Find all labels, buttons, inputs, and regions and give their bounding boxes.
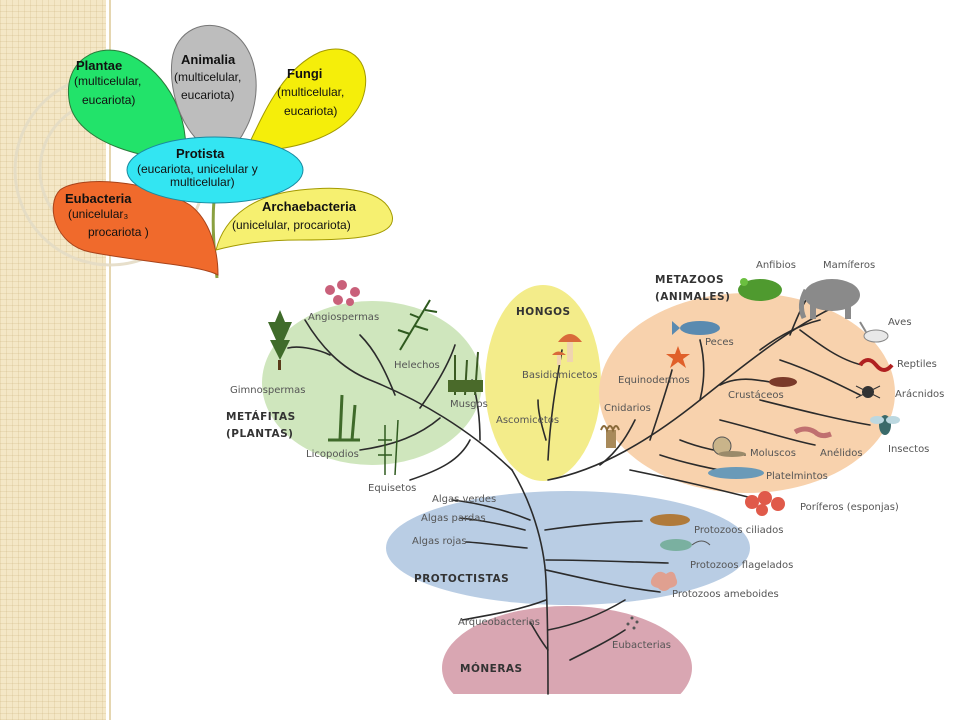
flagellate-icon <box>660 539 711 551</box>
protoctist-region <box>386 491 750 605</box>
label-cnidarios: Cnidarios <box>604 403 651 414</box>
group-label-moneras: MÓNERAS <box>460 662 523 675</box>
label-crustaceos: Crustáceos <box>728 389 784 401</box>
label-moluscos: Moluscos <box>750 448 796 459</box>
label-algas-rojas: Algas rojas <box>412 536 467 547</box>
fungi-desc-1: (multicelular, <box>277 85 344 99</box>
ciliate-icon <box>650 514 690 526</box>
worm-icon <box>793 426 832 439</box>
animals-region <box>599 293 895 493</box>
label-algas-pardas: Algas pardas <box>421 513 486 524</box>
label-arqueobacterias: Arqueobacterias <box>458 617 540 628</box>
label-protozoos-ameboides: Protozoos ameboides <box>672 589 779 600</box>
snake-icon <box>858 358 894 372</box>
eubacteria-desc-2: procariota ) <box>88 225 149 239</box>
anemone-icon <box>600 425 620 448</box>
label-gimnospermas: Gimnospermas <box>230 385 305 396</box>
label-helechos: Helechos <box>394 360 440 371</box>
archaebacteria-desc-1: (unicelular, procariota) <box>232 218 351 232</box>
protista-desc-2: multicelular) <box>170 175 235 189</box>
group-label-animales: (ANIMALES) <box>655 291 730 303</box>
fungi-desc-2: eucariota) <box>284 104 337 118</box>
group-label-protoctistas: PROTOCTISTAS <box>414 573 509 585</box>
archaebacteria-name: Archaebacteria <box>262 199 357 214</box>
lobster-icon <box>769 377 797 387</box>
plantae-name: Plantae <box>76 58 122 73</box>
insect-icon <box>870 415 900 435</box>
label-equinodermos: Equinodermos <box>618 375 690 386</box>
label-eubacterias: Eubacterias <box>612 640 671 651</box>
petal-fungi <box>244 48 367 153</box>
label-mamiferos: Mamíferos <box>823 259 875 271</box>
flatworm-icon <box>708 467 764 479</box>
mushroom-icon <box>552 334 582 365</box>
petal-plantae <box>68 49 187 161</box>
label-aves: Aves <box>888 317 912 328</box>
label-insectos: Insectos <box>888 444 929 455</box>
petal-eubacteria <box>52 181 219 276</box>
sponge-icon <box>745 491 785 516</box>
organism-illustrations <box>268 278 900 630</box>
fern-icon <box>397 299 438 351</box>
label-platelmintos: Platelmintos <box>766 471 828 482</box>
elephant-icon <box>798 279 860 320</box>
fungi-name: Fungi <box>287 66 322 81</box>
bird-icon <box>859 321 889 343</box>
monera-region <box>442 606 692 720</box>
eubacteria-desc-1: (unicelular₃ <box>68 207 128 221</box>
plants-region <box>262 301 482 465</box>
frog-icon <box>738 278 782 301</box>
group-label-hongos: HONGOS <box>516 306 571 318</box>
phylogenetic-tree-diagram: METÁFITAS (PLANTAS) HONGOS METAZOOS (ANI… <box>226 259 944 720</box>
label-anelidos: Anélidos <box>820 447 863 459</box>
protista-desc-1: (eucariota, unicelular y <box>137 162 258 176</box>
label-ascomicetos: Ascomicetos <box>496 415 559 426</box>
label-basidiomicetos: Basidiomicetos <box>522 370 598 381</box>
group-label-metazoos: METAZOOS <box>655 274 724 286</box>
kingdoms-flower-diagram: Plantae (multicelular, eucariota) Animal… <box>52 25 393 279</box>
label-angiospermas: Angiospermas <box>308 312 379 323</box>
protista-name: Protista <box>176 146 225 161</box>
label-algas-verdes: Algas verdes <box>432 494 496 505</box>
group-label-plantas: (PLANTAS) <box>226 428 293 440</box>
group-label-metafitas: METÁFITAS <box>226 410 296 423</box>
amoeba-icon <box>650 571 678 591</box>
label-musgos: Musgos <box>450 399 488 410</box>
lycopod-icon <box>328 394 360 442</box>
eubacteria-name: Eubacteria <box>65 191 132 206</box>
conifer-icon <box>268 310 292 370</box>
fish-icon <box>672 321 720 335</box>
label-protozoos-flagelados: Protozoos flagelados <box>690 560 793 571</box>
label-protozoos-ciliados: Protozoos ciliados <box>694 525 783 536</box>
animalia-name: Animalia <box>181 52 236 67</box>
petal-animalia <box>170 25 257 153</box>
starfish-icon <box>666 346 690 368</box>
snail-icon <box>712 436 746 457</box>
animalia-desc-2: eucariota) <box>181 88 234 102</box>
horsetail-icon <box>378 419 399 476</box>
label-licopodios: Licopodios <box>306 449 359 460</box>
label-aracnidos: Arácnidos <box>895 388 944 400</box>
flower-cluster-icon <box>325 280 360 306</box>
animalia-desc-1: (multicelular, <box>174 70 241 84</box>
bacteria-icon <box>626 616 639 630</box>
petal-archaebacteria <box>215 187 393 251</box>
label-peces: Peces <box>705 337 734 348</box>
label-equisetos: Equisetos <box>368 483 416 494</box>
fungi-region <box>485 285 601 481</box>
label-reptiles: Reptiles <box>897 359 937 370</box>
plantae-desc-1: (multicelular, <box>74 74 141 88</box>
plantae-desc-2: eucariota) <box>82 93 135 107</box>
label-anfibios: Anfibios <box>756 260 796 271</box>
bottom-edge-mask <box>420 694 720 720</box>
moss-icon <box>448 351 483 396</box>
label-poriferos: Poríferos (esponjas) <box>800 501 899 513</box>
petal-protista <box>126 136 304 204</box>
spider-icon <box>855 385 881 399</box>
